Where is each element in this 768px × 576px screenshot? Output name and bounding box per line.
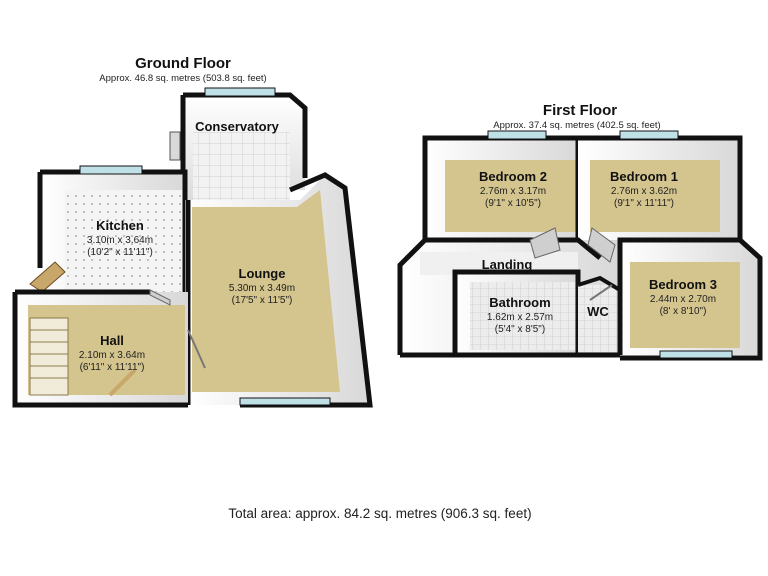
hall-stairs — [29, 317, 69, 396]
lounge-room — [185, 172, 373, 408]
lounge-label: Lounge — [239, 266, 286, 281]
conservatory-label: Conservatory — [195, 119, 280, 134]
kitchen-label: Kitchen — [96, 218, 144, 233]
ground-floor-area: Approx. 46.8 sq. metres (503.8 sq. feet) — [99, 73, 266, 84]
kitchen-window — [79, 165, 143, 175]
hall-room — [12, 289, 188, 408]
kitchen-door — [149, 289, 171, 306]
conservatory-door — [169, 131, 181, 161]
kitchen-metric: 3.10m x 3.64m — [87, 235, 153, 246]
bedroom-2-imperial: (9'1" x 10'5") — [485, 198, 541, 209]
hall-imperial: (6'11" x 11'11") — [80, 362, 145, 373]
bedroom-1-metric: 2.76m x 3.62m — [611, 186, 677, 197]
bathroom-metric: 1.62m x 2.57m — [487, 312, 553, 323]
kitchen-room — [29, 165, 188, 300]
lounge-door — [187, 329, 206, 369]
wc-label: WC — [587, 304, 609, 319]
bedroom-3-room — [617, 237, 763, 361]
conservatory-window — [204, 87, 276, 97]
total-area: Total area: approx. 84.2 sq. metres (906… — [228, 506, 531, 521]
bedroom-1-window — [619, 130, 679, 140]
bathroom-label: Bathroom — [489, 295, 550, 310]
wc-room — [577, 275, 622, 355]
bedroom-3-label: Bedroom 3 — [649, 277, 717, 292]
ground-floor-title: Ground Floor — [135, 55, 231, 72]
ground-floor-plan — [12, 87, 373, 408]
kitchen-imperial: (10'2" x 11'11") — [87, 247, 153, 258]
landing-label: Landing — [482, 257, 533, 272]
wc-door — [589, 284, 613, 301]
bedroom-1-label: Bedroom 1 — [610, 169, 678, 184]
bedroom-3-imperial: (8' x 8'10") — [660, 306, 707, 317]
bedroom-2-metric: 2.76m x 3.17m — [480, 186, 546, 197]
bedroom-2-window — [487, 130, 547, 140]
bedroom-3-metric: 2.44m x 2.70m — [650, 294, 716, 305]
first-floor-area: Approx. 37.4 sq. metres (402.5 sq. feet) — [493, 120, 660, 131]
conservatory-room — [169, 87, 308, 200]
lounge-window — [239, 397, 331, 406]
kitchen-stair-treads — [29, 261, 66, 293]
landing-door-bed1 — [587, 227, 616, 263]
bedroom-1-room — [578, 130, 743, 245]
hall-metric: 2.10m x 3.64m — [79, 350, 145, 361]
lounge-imperial: (17'5" x 11'5") — [232, 295, 293, 306]
hall-front-door — [108, 368, 137, 397]
bedroom-3-window — [659, 350, 733, 359]
bathroom-imperial: (5'4" x 8'5") — [495, 324, 545, 335]
bedroom-2-room — [422, 130, 581, 245]
landing-door-bed2 — [529, 227, 561, 259]
bedroom-1-imperial: (9'1" x 11'11") — [614, 198, 674, 209]
first-floor-title: First Floor — [543, 102, 617, 119]
lounge-metric: 5.30m x 3.49m — [229, 283, 295, 294]
first-floor-plan — [397, 130, 763, 361]
hall-label: Hall — [100, 333, 124, 348]
bedroom-2-label: Bedroom 2 — [479, 169, 547, 184]
